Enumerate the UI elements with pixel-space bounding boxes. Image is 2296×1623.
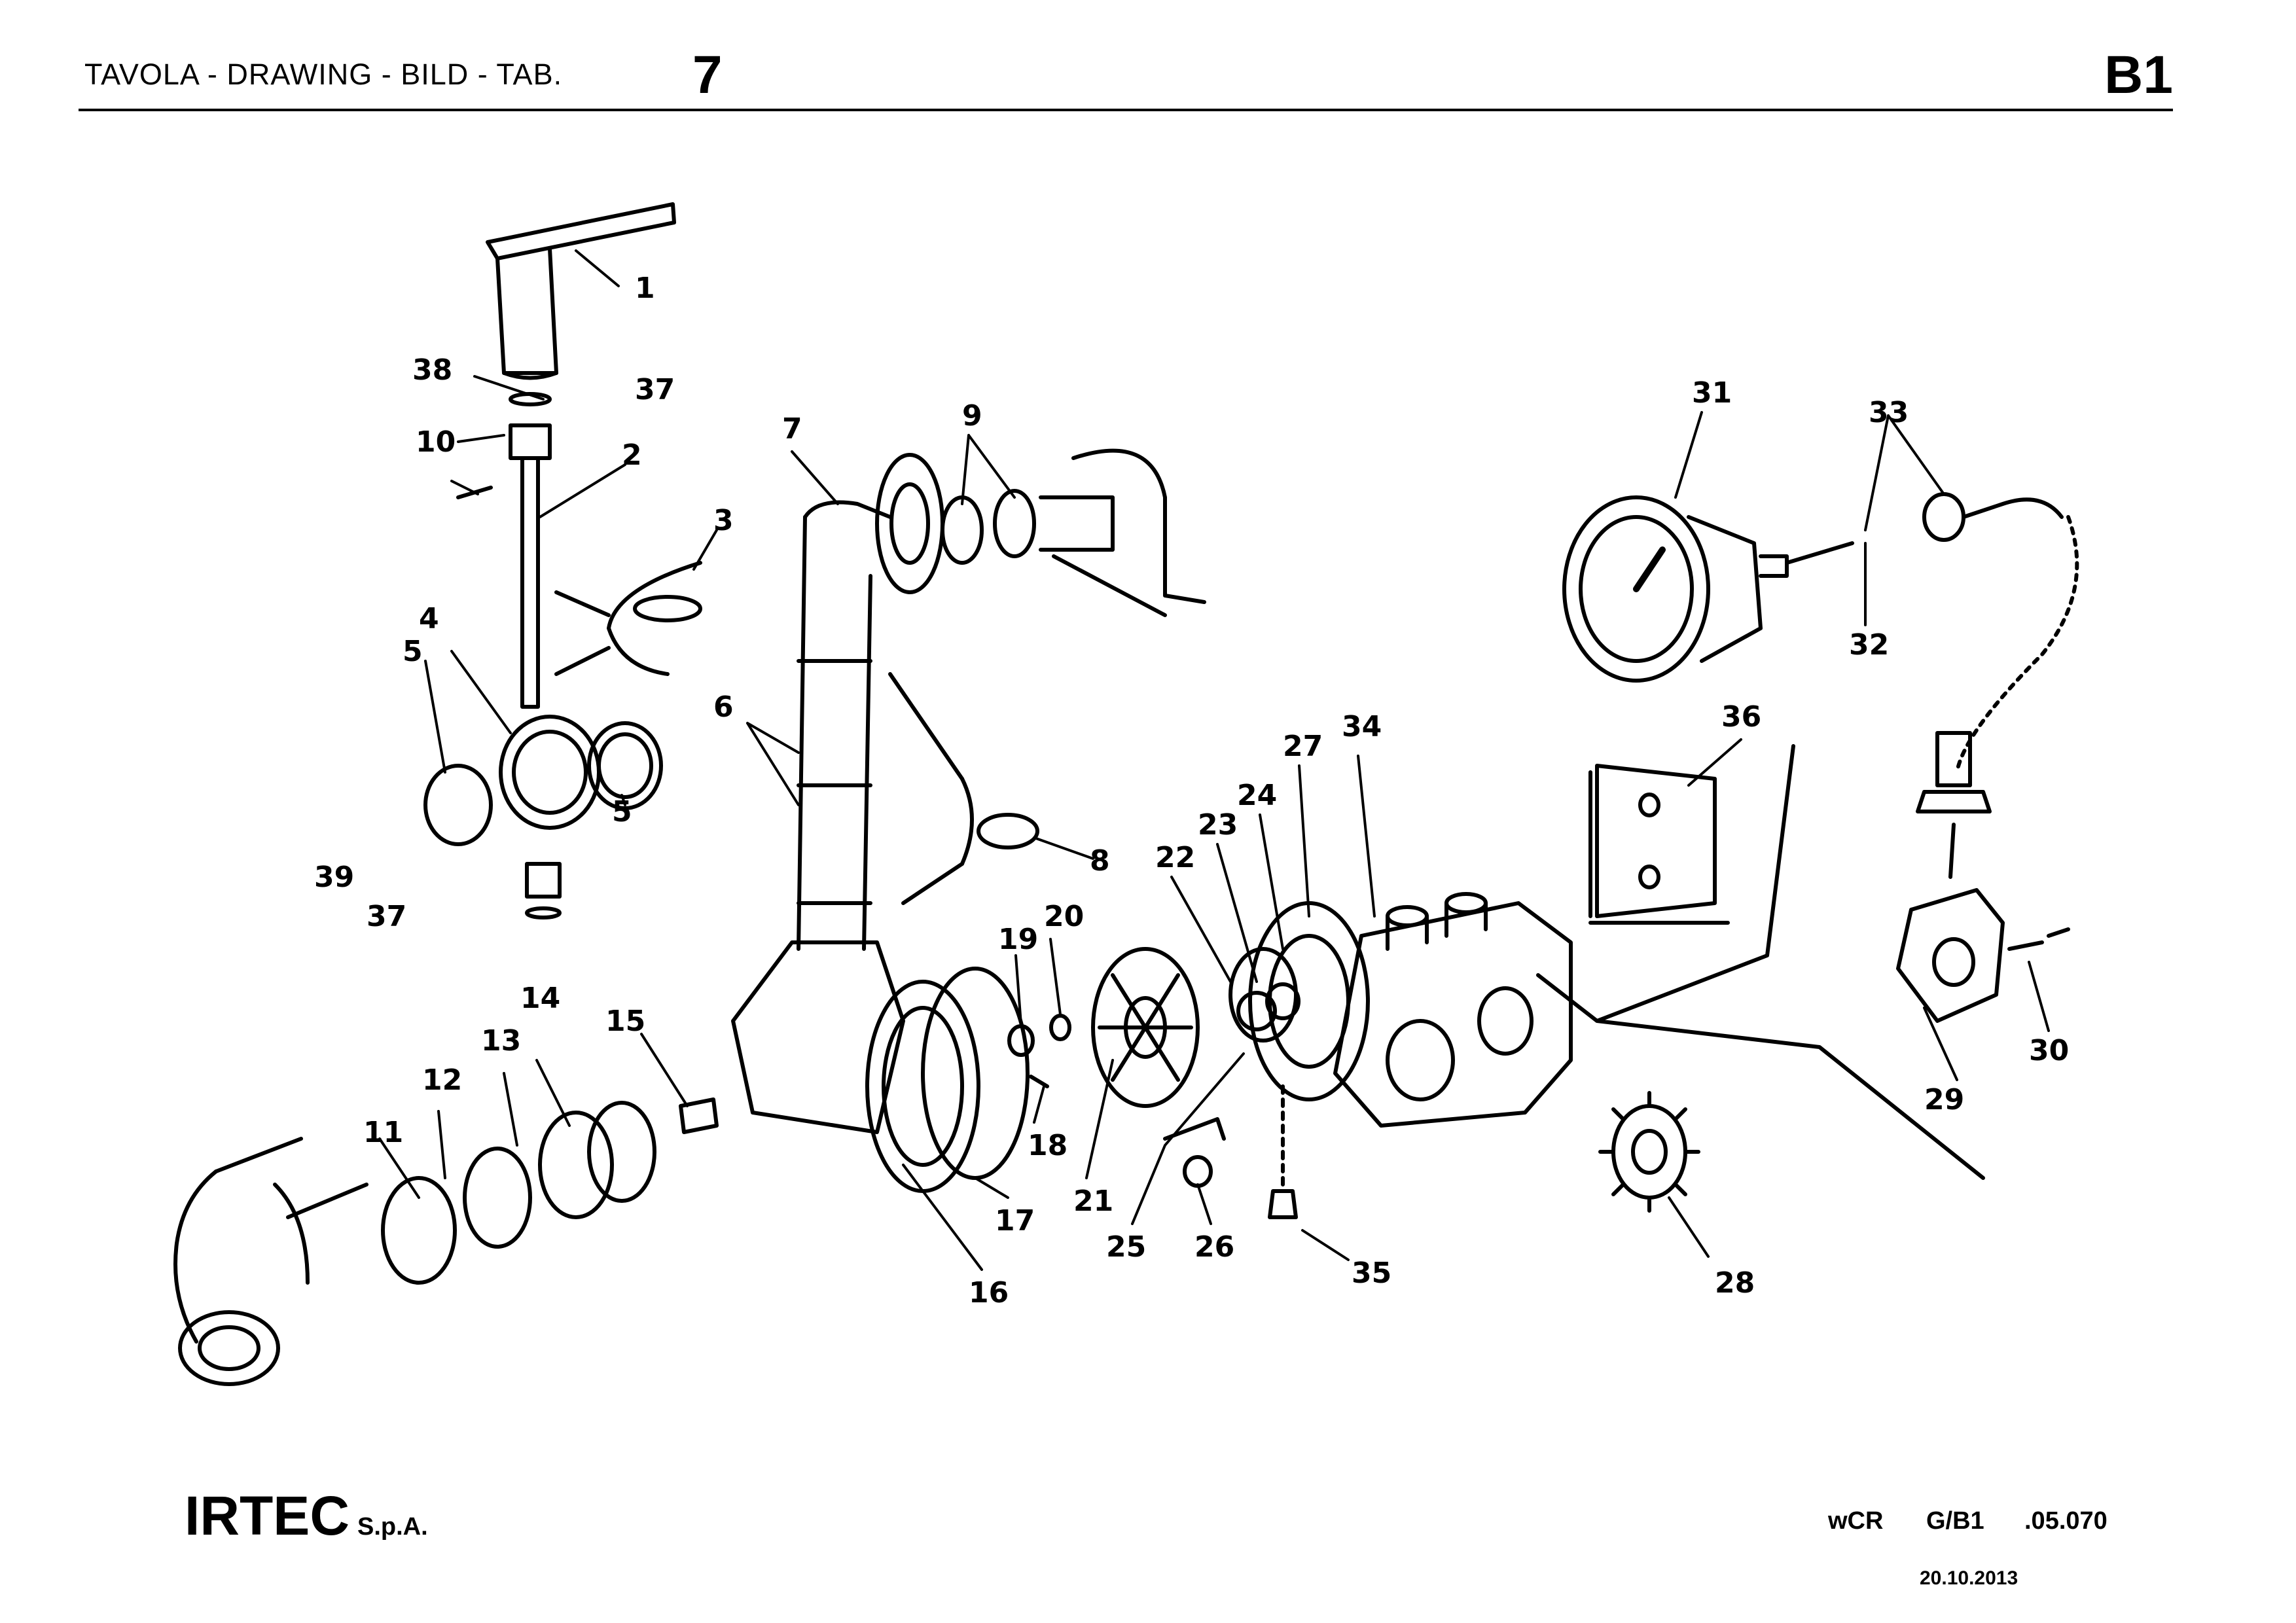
part-1-bracket [486,202,676,380]
callout-3: 3 [713,504,734,537]
callout-20: 20 [1044,900,1084,933]
doc-code-2: G/B1 [1926,1507,1984,1535]
callout-8: 8 [1090,844,1110,878]
callout-12: 12 [422,1063,462,1097]
callout-32: 32 [1849,628,1889,662]
callout-29: 29 [1924,1083,1964,1116]
part-36-plate [1536,744,1985,1180]
callout-14: 14 [520,982,560,1015]
callout-18: 18 [1028,1129,1067,1162]
part-35-nipple [1268,1084,1298,1219]
callout-4: 4 [419,602,439,635]
part-28-gear [1598,1091,1700,1213]
callout-1: 1 [635,272,655,305]
callout-7: 7 [782,412,802,446]
callout-11: 11 [363,1116,403,1149]
table-code: B1 [2104,45,2173,105]
part-8-clamp [888,672,1039,905]
callout-35: 35 [1352,1257,1391,1290]
page-header-title: TAVOLA - DRAWING - BILD - TAB. [84,58,563,91]
part-29-sensor [1896,731,2070,1023]
part-11-inlet-pipe [173,1097,719,1386]
part-9-rings [941,448,1206,617]
part-31-gauge [1562,492,2079,774]
callout-2: 2 [622,438,642,472]
part-34-gearbox [1333,892,1573,1128]
callout-10: 10 [416,425,456,459]
part-21-impeller [1007,947,1200,1108]
table-number: 7 [692,45,723,105]
callout-5-left: 5 [403,635,423,668]
callout-13: 13 [481,1024,521,1058]
callout-17: 17 [995,1204,1035,1238]
callout-38: 38 [412,353,452,387]
callout-34: 34 [1342,710,1382,743]
callout-23: 23 [1198,808,1238,842]
callout-labels: 1 2 3 4 5 5 6 7 8 9 10 11 12 13 14 15 16… [314,272,2069,1310]
callout-36: 36 [1721,700,1761,734]
callout-26: 26 [1194,1230,1234,1264]
callout-22: 22 [1155,841,1195,874]
part-7-elbow-pipe [731,453,980,1193]
callout-16: 16 [969,1276,1009,1310]
callout-25: 25 [1106,1230,1146,1264]
callout-28: 28 [1715,1266,1755,1300]
callout-15: 15 [605,1005,645,1038]
part-17-gasket [921,967,1030,1180]
callout-33: 33 [1869,396,1909,429]
doc-code-1: wCR [1828,1507,1884,1535]
callout-39: 39 [314,861,354,894]
callout-27: 27 [1283,730,1323,763]
callout-leader-lines [378,249,2050,1271]
callout-30: 30 [2029,1034,2069,1067]
callout-9: 9 [962,399,982,433]
callout-31: 31 [1692,376,1732,410]
callout-5-right: 5 [612,795,632,829]
doc-date: 20.10.2013 [1920,1567,2018,1589]
callout-21: 21 [1073,1185,1113,1218]
brand-name: IRTEC [185,1485,350,1546]
brand-suffix: S.p.A. [357,1513,428,1541]
callout-37-top: 37 [635,373,675,406]
callout-19: 19 [998,923,1038,956]
callout-37-bottom: 37 [367,900,406,933]
part-4-cover [423,715,663,919]
header-rule [79,109,2173,111]
part-3-ring [554,561,702,676]
callout-24: 24 [1237,779,1277,812]
callout-6: 6 [713,690,734,724]
doc-code-3: .05.070 [2024,1507,2108,1535]
